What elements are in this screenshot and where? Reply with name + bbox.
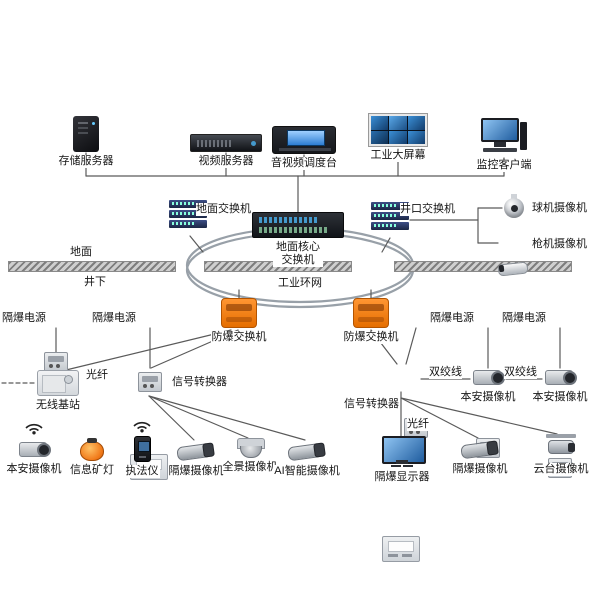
ex-display-icon: [382, 436, 426, 468]
node-core-switch: 地面核心交换机: [252, 212, 344, 268]
isafe-camera-r1-label: 本安摄像机: [459, 391, 517, 405]
ex-camera-left-label: 隔爆摄像机: [167, 465, 225, 479]
wifi-icon: [133, 421, 151, 433]
bullet-camera-label: 枪机摄像机: [532, 238, 587, 252]
underground-label: 井下: [84, 276, 106, 290]
video-server-label: 视频服务器: [197, 155, 255, 169]
dome-camera-label: 球机摄像机: [532, 202, 587, 216]
ground-switch-label: 地面交换机: [196, 203, 251, 217]
twisted-pair-label: 双绞线: [504, 366, 537, 380]
node-big-screen: 工业大屏幕: [366, 113, 430, 163]
node-monitor-client: 监控客户端: [474, 118, 534, 173]
node-ex-switch-right: 防爆交换机: [342, 298, 400, 345]
wellhead-switch-icon: [370, 202, 410, 236]
law-recorder-icon: [133, 436, 151, 462]
monitor-client-icon: [481, 118, 527, 156]
node-info-lamp: 信息矿灯: [66, 438, 118, 478]
law-recorder-label: 执法仪: [124, 465, 160, 479]
node-ex-switch-left: 防爆交换机: [210, 298, 268, 345]
video-wall-icon: [368, 113, 428, 147]
ex-camera-icon: [461, 438, 499, 460]
dome-camera-icon: [502, 194, 526, 220]
ex-display-label: 隔爆显示器: [373, 471, 431, 485]
node-law-recorder: 执法仪: [122, 436, 162, 479]
node-av-console: 音视频调度台: [264, 126, 344, 171]
ai-camera-label: AI智能摄像机: [273, 465, 341, 479]
fiber-left-label: 光纤: [86, 369, 108, 383]
ex-proof-switch-icon: [221, 298, 257, 328]
monitor-client-label: 监控客户端: [475, 159, 533, 173]
ex-switch-right-label: 防爆交换机: [342, 331, 400, 345]
info-lamp-label: 信息矿灯: [69, 464, 115, 478]
ground-switch-icon: [168, 200, 208, 234]
ptz-camera-label: 云台摄像机: [532, 463, 590, 477]
node-ex-display: 隔爆显示器: [372, 436, 432, 485]
storage-server-label: 存储服务器: [57, 155, 115, 169]
flameproof-power-icon: [44, 352, 68, 372]
flameproof-power-label: 隔爆电源: [2, 312, 46, 326]
signal-converter-icon: [382, 536, 420, 562]
ex-camera-right-label: 隔爆摄像机: [451, 463, 509, 477]
node-storage-server: 存储服务器: [56, 116, 116, 169]
ex-camera-icon: [177, 440, 215, 462]
flameproof-power-icon: [138, 372, 162, 392]
av-console-label: 音视频调度台: [270, 157, 338, 171]
signal-converter-right-label: 信号转换器: [344, 398, 399, 412]
ai-camera-icon: [288, 440, 326, 462]
twisted-pair-label: 双绞线: [429, 366, 462, 380]
node-ai-camera: AI智能摄像机: [268, 440, 346, 479]
node-video-server: 视频服务器: [190, 134, 262, 169]
storage-server-icon: [73, 116, 99, 152]
panoramic-camera-icon: [236, 438, 265, 458]
core-switch-icon: [252, 212, 344, 238]
flameproof-power-label: 隔爆电源: [430, 312, 474, 326]
video-server-icon: [190, 134, 262, 152]
miner-lamp-icon: [80, 438, 104, 461]
bullet-camera-icon: [498, 260, 528, 278]
ground-bar-right: [394, 261, 572, 272]
node-isafe-camera-r2: 本安摄像机: [531, 368, 589, 405]
pano-camera-label: 全景摄像机: [221, 461, 279, 475]
ring-network-label: 工业环网: [272, 277, 328, 291]
isafe-camera-icon: [543, 368, 577, 388]
isafe-camera-left-label: 本安摄像机: [5, 463, 63, 477]
node-ex-camera-left: 隔爆摄像机: [166, 440, 226, 479]
flameproof-power-label: 隔爆电源: [92, 312, 136, 326]
ex-proof-switch-icon: [353, 298, 389, 328]
isafe-camera-icon: [17, 440, 51, 460]
fiber-right-label: 光纤: [407, 418, 429, 432]
wireless-base-icon: [37, 370, 79, 396]
big-screen-label: 工业大屏幕: [369, 149, 427, 163]
node-isafe-camera-left: 本安摄像机: [5, 440, 63, 477]
ground-bar-left: [8, 261, 176, 272]
signal-converter-left-label: 信号转换器: [172, 376, 227, 390]
wireless-base-label: 无线基站: [35, 399, 81, 413]
node-pano-camera: 全景摄像机: [220, 438, 280, 475]
node-ptz-camera: 云台摄像机: [530, 434, 592, 477]
flameproof-power-label: 隔爆电源: [502, 312, 546, 326]
ground-label: 地面: [70, 246, 92, 260]
wifi-icon: [25, 423, 43, 435]
ex-switch-left-label: 防爆交换机: [210, 331, 268, 345]
wellhead-switch-label: 井口交换机: [400, 203, 455, 217]
ptz-camera-icon: [544, 434, 578, 460]
av-console-icon: [272, 126, 336, 154]
isafe-camera-icon: [471, 368, 505, 388]
node-ex-camera-right: 隔爆摄像机: [450, 438, 510, 477]
core-switch-label: 地面核心交换机: [273, 241, 323, 268]
node-wireless-base: 无线基站: [35, 370, 81, 413]
isafe-camera-r2-label: 本安摄像机: [531, 391, 589, 405]
